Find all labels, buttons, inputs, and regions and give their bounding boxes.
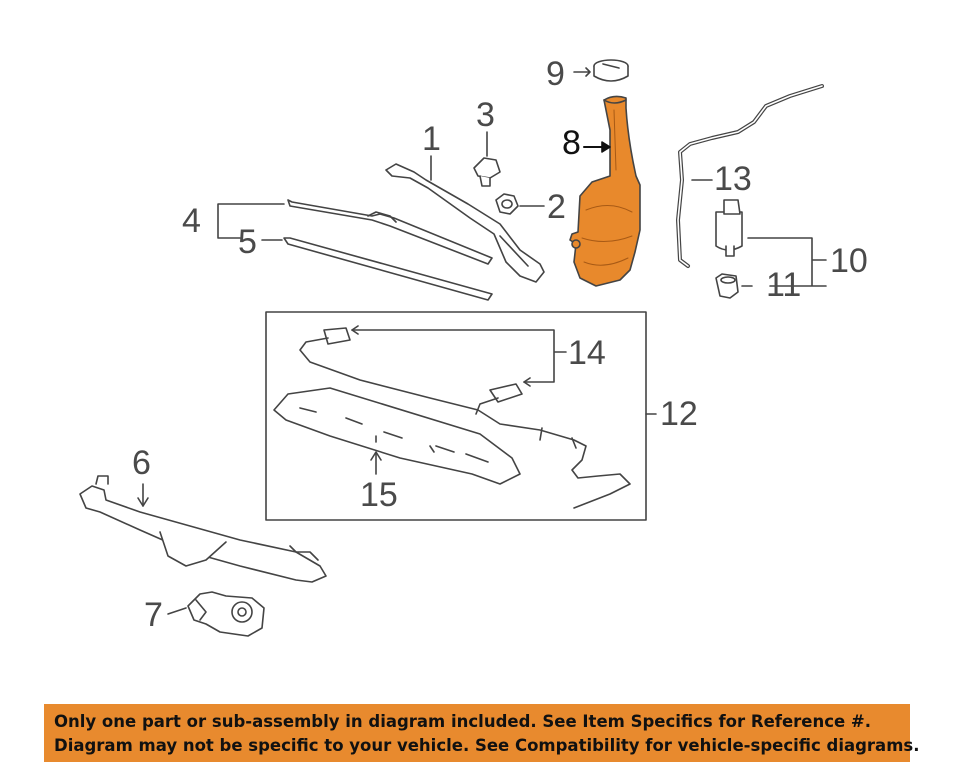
callout-5: 5 xyxy=(238,223,257,261)
callout-13: 13 xyxy=(714,160,752,198)
disclaimer-banner: Only one part or sub-assembly in diagram… xyxy=(44,704,920,762)
callout-11: 11 xyxy=(766,266,802,304)
callout-8: 8 xyxy=(562,124,581,162)
parts-diagram xyxy=(79,59,827,637)
callout-15: 15 xyxy=(360,476,398,514)
washer-pump xyxy=(715,199,743,257)
reservoir-cap xyxy=(593,59,629,82)
wiper-blade xyxy=(287,199,493,265)
nut xyxy=(495,193,519,215)
leader-14 xyxy=(351,329,567,383)
grommet xyxy=(715,273,739,299)
washer-harness xyxy=(299,327,631,509)
callout-14: 14 xyxy=(568,334,606,372)
clip xyxy=(473,157,501,187)
wiper-arm xyxy=(385,163,545,283)
disclaimer-line-1: Only one part or sub-assembly in diagram… xyxy=(54,712,872,731)
leader-9 xyxy=(573,67,591,77)
callout-10: 10 xyxy=(830,242,868,280)
callout-3: 3 xyxy=(476,96,495,134)
callout-1: 1 xyxy=(422,120,441,158)
leader-10-11 xyxy=(747,237,827,287)
wiper-linkage xyxy=(79,475,327,583)
blade-insert xyxy=(283,237,493,301)
callout-6: 6 xyxy=(132,444,151,482)
leader-7 xyxy=(167,607,187,615)
callout-4: 4 xyxy=(182,202,201,240)
disclaimer-line-2: Diagram may not be specific to your vehi… xyxy=(54,736,920,755)
cowl-bracket xyxy=(273,387,521,485)
leader-4-5 xyxy=(217,203,285,241)
callout-12: 12 xyxy=(660,395,698,433)
callout-7: 7 xyxy=(144,596,163,634)
sub-assembly-box xyxy=(265,311,647,521)
wiper-motor xyxy=(187,591,265,637)
washer-reservoir xyxy=(569,95,641,287)
callout-9: 9 xyxy=(546,55,565,93)
callout-2: 2 xyxy=(547,188,566,226)
